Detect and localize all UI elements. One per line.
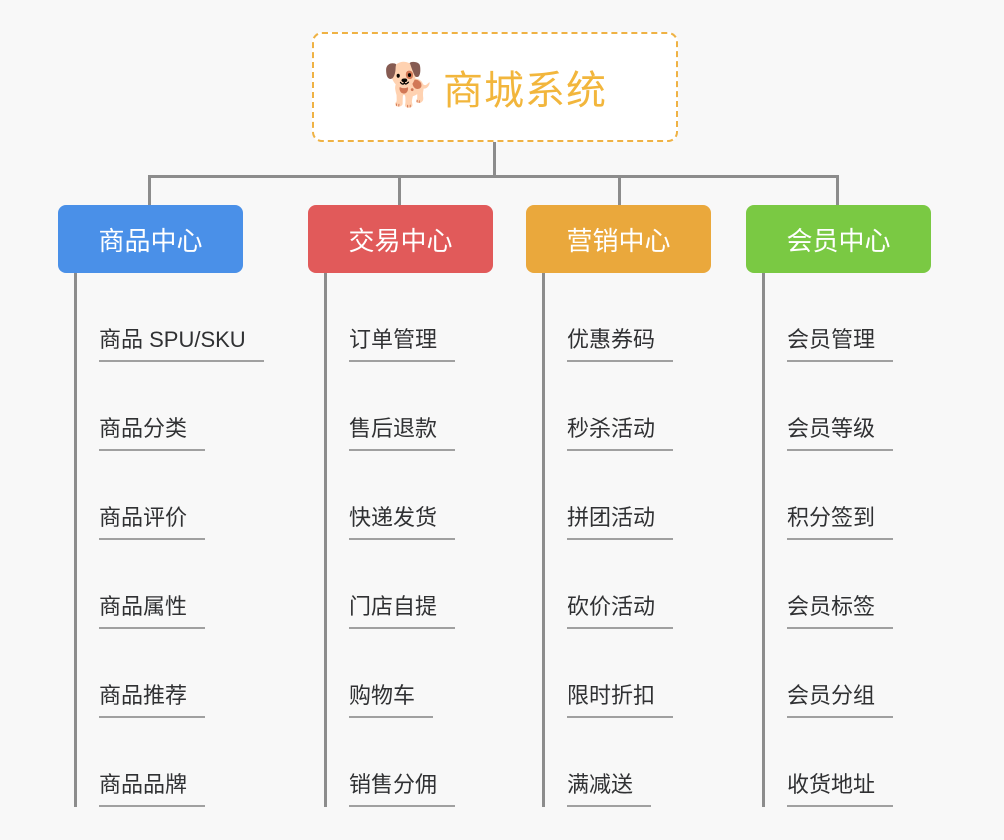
list-item[interactable]: 拼团活动 [545, 451, 711, 540]
list-item[interactable]: 秒杀活动 [545, 362, 711, 451]
leaf-list-3: 优惠券码 秒杀活动 拼团活动 砍价活动 限时折扣 满减送 [542, 273, 711, 807]
leaf-label: 购物车 [349, 683, 434, 718]
list-item[interactable]: 会员标签 [765, 540, 931, 629]
connector-drop-3 [618, 175, 621, 207]
leaf-label: 快递发货 [349, 505, 456, 540]
category-column-3: 营销中心 优惠券码 秒杀活动 拼团活动 砍价活动 限时折扣 满减送 [526, 205, 711, 807]
list-item[interactable]: 商品评价 [77, 451, 264, 540]
category-header-label: 商品中心 [98, 225, 203, 256]
leaf-label: 售后退款 [349, 416, 456, 451]
leaf-list-4: 会员管理 会员等级 积分签到 会员标签 会员分组 收货地址 [762, 273, 931, 807]
list-item[interactable]: 购物车 [327, 629, 493, 718]
leaf-label: 砍价活动 [567, 594, 674, 629]
list-item[interactable]: 限时折扣 [545, 629, 711, 718]
shiba-dog-face-icon: 🐕 [383, 61, 436, 108]
list-item[interactable]: 会员分组 [765, 629, 931, 718]
connector-horizontal-bus [148, 175, 838, 178]
leaf-label: 限时折扣 [567, 683, 674, 718]
leaf-label: 商品品牌 [99, 772, 206, 807]
list-item[interactable]: 满减送 [545, 718, 711, 807]
leaf-label: 商品评价 [99, 505, 206, 540]
category-header-4[interactable]: 会员中心 [746, 205, 931, 273]
leaf-label: 满减送 [567, 772, 652, 807]
list-item[interactable]: 会员等级 [765, 362, 931, 451]
category-column-4: 会员中心 会员管理 会员等级 积分签到 会员标签 会员分组 收货地址 [746, 205, 931, 807]
leaf-label: 商品属性 [99, 594, 206, 629]
category-header-label: 交易中心 [348, 225, 453, 256]
leaf-label: 秒杀活动 [567, 416, 674, 451]
category-header-label: 营销中心 [566, 225, 671, 256]
list-item[interactable]: 商品品牌 [77, 718, 264, 807]
leaf-list-1: 商品 SPU/SKU 商品分类 商品评价 商品属性 商品推荐 商品品牌 [74, 273, 264, 807]
list-item[interactable]: 销售分佣 [327, 718, 493, 807]
leaf-label: 会员分组 [787, 683, 894, 718]
category-header-label: 会员中心 [786, 225, 891, 256]
leaf-label: 收货地址 [787, 772, 894, 807]
root-node-title: 商城系统 [443, 69, 607, 113]
list-item[interactable]: 积分签到 [765, 451, 931, 540]
list-item[interactable]: 收货地址 [765, 718, 931, 807]
connector-drop-2 [398, 175, 401, 207]
list-item[interactable]: 商品分类 [77, 362, 264, 451]
leaf-label: 商品分类 [99, 416, 206, 451]
root-node[interactable]: 🐕 商城系统 [312, 32, 678, 142]
list-item[interactable]: 商品属性 [77, 540, 264, 629]
category-header-1[interactable]: 商品中心 [58, 205, 243, 273]
leaf-label: 商品推荐 [99, 683, 206, 718]
leaf-list-2: 订单管理 售后退款 快递发货 门店自提 购物车 销售分佣 [324, 273, 493, 807]
list-item[interactable]: 会员管理 [765, 273, 931, 362]
connector-drop-1 [148, 175, 151, 207]
list-item[interactable]: 门店自提 [327, 540, 493, 629]
list-item[interactable]: 订单管理 [327, 273, 493, 362]
leaf-label: 销售分佣 [349, 772, 456, 807]
list-item[interactable]: 快递发货 [327, 451, 493, 540]
leaf-label: 订单管理 [349, 327, 456, 362]
category-column-2: 交易中心 订单管理 售后退款 快递发货 门店自提 购物车 销售分佣 [308, 205, 493, 807]
list-item[interactable]: 优惠券码 [545, 273, 711, 362]
connector-drop-4 [836, 175, 839, 207]
leaf-label: 商品 SPU/SKU [99, 327, 264, 362]
leaf-label: 会员标签 [787, 594, 894, 629]
leaf-label: 拼团活动 [567, 505, 674, 540]
leaf-label: 会员管理 [787, 327, 894, 362]
list-item[interactable]: 砍价活动 [545, 540, 711, 629]
category-column-1: 商品中心 商品 SPU/SKU 商品分类 商品评价 商品属性 商品推荐 商品品牌 [58, 205, 264, 807]
leaf-label: 积分签到 [787, 505, 894, 540]
category-header-2[interactable]: 交易中心 [308, 205, 493, 273]
category-header-3[interactable]: 营销中心 [526, 205, 711, 273]
connector-root-stem [493, 142, 496, 177]
leaf-label: 优惠券码 [567, 327, 674, 362]
list-item[interactable]: 商品推荐 [77, 629, 264, 718]
list-item[interactable]: 商品 SPU/SKU [77, 273, 264, 362]
leaf-label: 会员等级 [787, 416, 894, 451]
leaf-label: 门店自提 [349, 594, 456, 629]
list-item[interactable]: 售后退款 [327, 362, 493, 451]
